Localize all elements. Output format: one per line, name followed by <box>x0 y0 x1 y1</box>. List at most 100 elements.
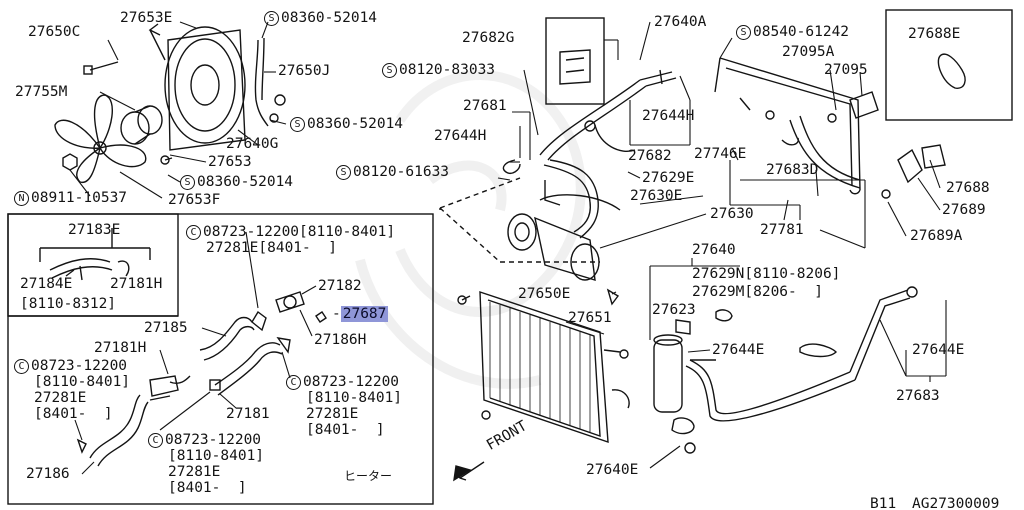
part-number-text: 08723-12200 <box>165 432 262 448</box>
part-27682-label: 27682 <box>628 148 672 164</box>
compressor-assembly <box>439 177 621 281</box>
part-27629N-label: 27629N[8110-8206] <box>692 266 841 282</box>
grommet-27688E <box>937 53 966 89</box>
circled-s-icon: S <box>290 117 305 132</box>
leader-lines-lower-right <box>565 291 947 469</box>
circled-s-icon: S <box>382 63 397 78</box>
refrigerant-hoses <box>502 69 677 239</box>
part-27689A-label: 27689A <box>910 228 963 244</box>
part-27644H-b-label: 27644H <box>642 108 695 124</box>
part-27181-label: 27181 <box>226 406 270 422</box>
part-27181H-b-label: 27181H <box>94 340 147 356</box>
part-27640E-label: 27640E <box>586 462 639 478</box>
part-27186H-label: 27186H <box>314 332 367 348</box>
date-c2: [8401- ] <box>306 422 385 438</box>
part-number-text: 08540-61242 <box>753 24 850 40</box>
part-27640A-label: 27640A <box>654 14 707 30</box>
part-27681-label: 27681 <box>463 98 507 114</box>
part-number-text: 08723-12200 <box>31 358 128 374</box>
circled-s-icon: S <box>180 175 195 190</box>
leader-lines-top-middle <box>497 21 941 340</box>
inset-box-27688E <box>885 9 1013 121</box>
part-number-text: 08911-10537 <box>31 190 128 206</box>
part-27650C-label: 27650C <box>28 24 81 40</box>
part-27650J-label: 27650J <box>278 63 331 79</box>
part-27185-label: 27185 <box>144 320 188 336</box>
part-27095-label: 27095 <box>824 62 868 78</box>
part-27653F-label: 27653F <box>168 192 221 208</box>
part-27650E-label: 27650E <box>518 286 571 302</box>
part-27653-label: 27653 <box>208 154 252 170</box>
part-27623-label: 27623 <box>652 302 696 318</box>
part-27281E-b-label: 27281E <box>34 390 87 406</box>
part-number-text: 08360-52014 <box>307 116 404 132</box>
inset-box-27682G <box>545 17 605 105</box>
part-number-text: 08120-61633 <box>353 164 450 180</box>
part-27651-label: 27651 <box>568 310 612 326</box>
inset-sub-hoses <box>39 228 151 281</box>
date-c1: [8110-8401] <box>306 390 403 406</box>
part-27181H-a-label: 27181H <box>110 276 163 292</box>
circled-c-icon: C <box>14 359 29 374</box>
circled-c-icon: C <box>148 433 163 448</box>
part-27095A-label: 27095A <box>782 44 835 60</box>
part-27640-label: 27640 <box>692 242 736 258</box>
cooling-fan-assembly <box>54 23 286 184</box>
part-number-text: 08723-12200 <box>303 374 400 390</box>
circled-c-icon: C <box>286 375 301 390</box>
date-range-8110-8312: [8110-8312] <box>20 296 117 312</box>
bracket-27095 <box>827 91 879 123</box>
watermark-emblem <box>355 70 586 389</box>
model-code: B11 <box>870 496 897 510</box>
diagram-code: AG27300009 <box>912 496 1000 510</box>
part-27183E-label: 27183E <box>68 222 121 238</box>
circled-s-icon: S <box>264 11 279 26</box>
pipe-27683 <box>685 286 918 422</box>
part-27630E-label: 27630E <box>630 188 683 204</box>
part-number-text: 08360-52014 <box>197 174 294 190</box>
heater-label: ヒーター <box>344 469 393 483</box>
circled-n-icon: N <box>14 191 29 206</box>
highlighted-part-27687[interactable]: 27687 <box>340 306 389 322</box>
inset-leader-lines <box>74 231 317 475</box>
receiver-drier-27640 <box>653 309 733 454</box>
part-27644H-a-label: 27644H <box>434 128 487 144</box>
circled-s-icon: S <box>736 25 751 40</box>
part-27689-label: 27689 <box>942 202 986 218</box>
part-27688E-label: 27688E <box>908 26 961 42</box>
part-27687-label[interactable]: -27687 <box>332 306 389 322</box>
part-number-text: 08360-52014 <box>281 10 378 26</box>
part-27184E-label: 27184E <box>20 276 73 292</box>
part-27281E-d-label: 27281E <box>168 464 221 480</box>
part-27683-label: 27683 <box>896 388 940 404</box>
part-27688-label: 27688 <box>946 180 990 196</box>
part-number-text: 08723-12200[8110-8401] <box>203 224 396 240</box>
part-27644E-a-label: 27644E <box>712 342 765 358</box>
front-arrow <box>453 461 485 482</box>
part-27629E-label: 27629E <box>642 170 695 186</box>
date-d2: [8401- ] <box>168 480 247 496</box>
circled-c-icon: C <box>186 225 201 240</box>
part-27682G-label: 27682G <box>462 30 515 46</box>
liquid-pipe-27683D <box>714 57 861 195</box>
part-27640G-label: 27640G <box>226 136 279 152</box>
part-number-text: 08120-83033 <box>399 62 496 78</box>
bracket-27688 <box>881 144 946 199</box>
date-d1: [8110-8401] <box>168 448 265 464</box>
part-27653E-label: 27653E <box>120 10 173 26</box>
leader-lines-fan <box>69 21 287 199</box>
part-27630-label: 27630 <box>710 206 754 222</box>
part-27281E-a-label: 27281E[8401- ] <box>206 240 337 256</box>
